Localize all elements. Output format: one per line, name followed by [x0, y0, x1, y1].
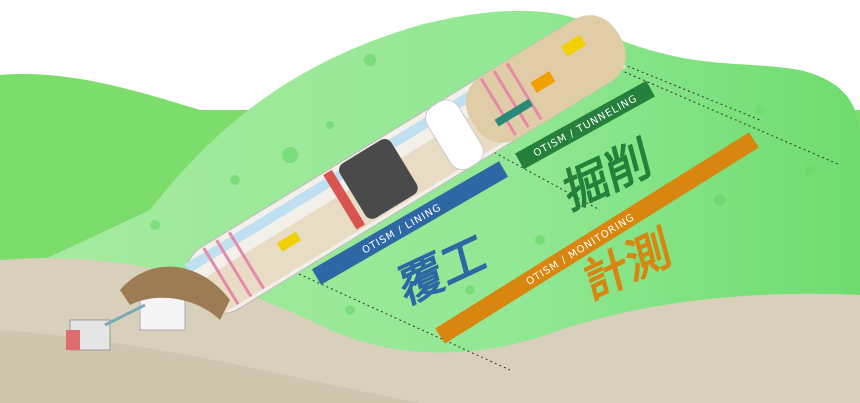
excavator	[530, 71, 556, 93]
decor-dots	[150, 54, 815, 315]
tunnel	[184, 14, 627, 318]
guide-lines	[289, 54, 841, 371]
lining-formwork	[339, 138, 418, 219]
